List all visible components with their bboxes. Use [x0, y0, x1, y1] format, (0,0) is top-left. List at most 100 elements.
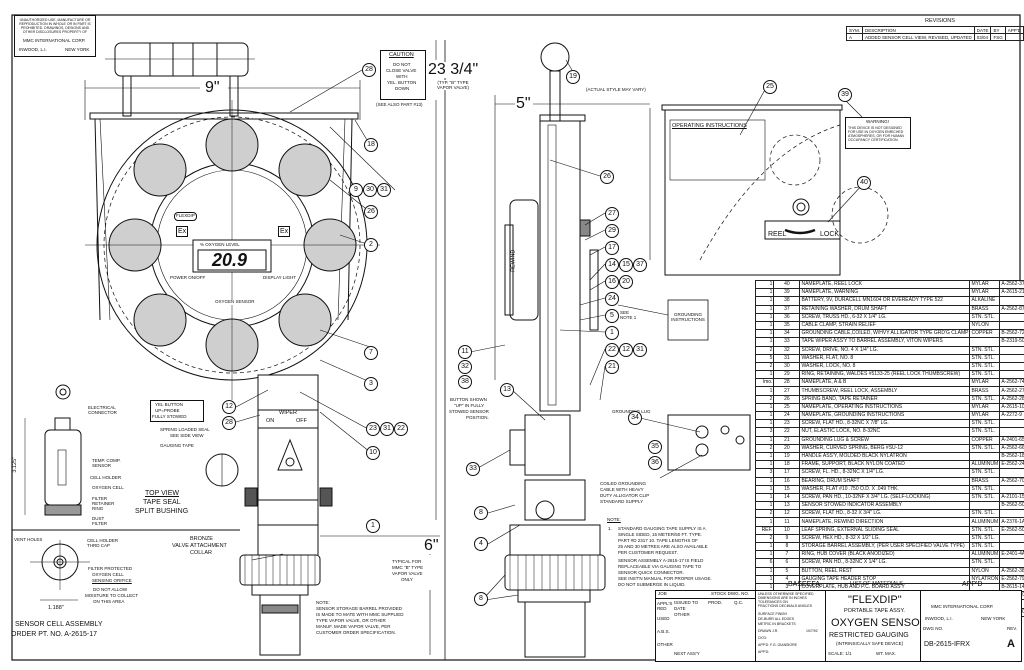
bom-cell: GROUNDING CABLE,COILED, W/HVY ALLIGATOR … — [799, 329, 971, 339]
note-line: STANDARD GAUGING TAPE SUPPLY IS A — [618, 526, 706, 531]
bom-cell: 33 — [773, 337, 801, 347]
bom-cell — [999, 312, 1024, 322]
bom-cell: MYLAR — [969, 410, 1001, 421]
balloon-29: 29 — [605, 224, 619, 238]
bom-cell — [999, 419, 1024, 429]
bom-cell — [999, 320, 1024, 331]
rev-cell: ADDED SENSOR CELL VIEW, REVISED, UPDATED — [862, 33, 975, 41]
coiled-cable-note: COILED GROUNDING — [600, 481, 647, 487]
rev-label: REV. — [1007, 626, 1018, 631]
bom-cell: 1 — [754, 566, 775, 576]
bom-cell: BRASS — [969, 476, 1001, 486]
bom-cell: STN. STL. — [969, 558, 1001, 568]
balloon-1: 1 — [366, 519, 380, 533]
caution-ref: (SEE ALSO PART #13) — [376, 102, 423, 107]
baseefa-label: BASEEFA — [788, 581, 820, 588]
bom-cell: BRASS — [969, 304, 1001, 314]
balloon-26: 26 — [364, 205, 378, 219]
bom-cell — [999, 427, 1024, 437]
bom-cell — [999, 345, 1024, 355]
note-line: REPLACEABLE VIA GAUGING TAPE TO — [618, 564, 702, 569]
bom-cell: 32 — [773, 345, 801, 355]
bom-cell: A-2562-66 — [999, 443, 1024, 453]
note-line: PART #D 2317 10. TAPE LENGTHS OF — [618, 538, 698, 543]
next-assy-label: NEXT ASS'Y — [674, 651, 700, 656]
note-line: SENSOR QUICK CONNECTOR. — [618, 570, 684, 575]
temp-sensor-label: TEMP. COMP. SENSOR — [92, 458, 121, 468]
bom-cell: 29 — [773, 370, 801, 380]
bom-cell: 1 — [754, 279, 775, 290]
bom-cell: 1 — [754, 337, 775, 347]
company-state: NEW YORK — [65, 47, 90, 52]
bom-cell: TAPE WIPER ASS'Y TO BARREL ASSEMBLY, VIT… — [799, 337, 971, 347]
balloon-9: 9 — [349, 183, 363, 197]
wiper-on[interactable]: ON — [266, 418, 275, 424]
six-inch-dimension: 6" — [424, 537, 439, 554]
wiper-off[interactable]: OFF — [296, 418, 307, 424]
bom-cell: NAMEPLATE, GROUNDING INSTRUCTIONS — [799, 410, 971, 421]
note-line: PER CUSTOMER REQUEST. — [618, 550, 678, 555]
tolerance-line: UNLESS OTHERWISE SPECIFIED — [758, 592, 814, 596]
bom-cell: 5 — [754, 353, 775, 363]
bom-cell: 1 — [754, 296, 775, 306]
bom-cell: 1 — [754, 451, 775, 462]
spring-seal-label: SEE SIDE VIEW — [170, 433, 204, 439]
issued-label: ISSUED TO — [674, 600, 699, 605]
notes-title: NOTE: — [607, 517, 621, 522]
rev-header: DATE — [973, 26, 992, 34]
balloon-12: 12 — [222, 400, 236, 414]
electrical-connector-label: ELECTRICAL CONNECTOR — [88, 405, 117, 415]
bom-cell: A-2615-21 — [999, 288, 1024, 298]
tb-company: MMC INTERNATIONAL CORP. — [931, 604, 994, 609]
bom-cell: NYLON — [969, 566, 1001, 576]
bom-cell: 1 — [754, 410, 775, 421]
note-line: SEE INST'N MANUAL FOR PROPER USAGE. — [618, 576, 712, 581]
rewind-label: REWIND — [510, 249, 517, 272]
sensor-cell-order: ORDER PT. NO. A-2615-17 — [11, 631, 97, 638]
title-area: "FLEXDIP" PORTABLE TAPE ASSY. OXYGEN SEN… — [825, 590, 928, 662]
sensor-label: OXYGEN SENSOR — [215, 299, 255, 305]
bom-cell: STN. STL. — [969, 509, 1001, 519]
warning-line: ATMOSPHERES, OR FOR HUMAN — [848, 134, 904, 138]
coiled-cable-note: CABLE WITH HEAVY — [600, 487, 644, 493]
bom-cell: 14 — [773, 492, 801, 503]
six-note: VAPOR VALVE — [392, 571, 423, 577]
bom-cell: COPPER — [969, 435, 1001, 445]
grounding-instructions-plate: GROUNDING INSTRUCTIONS — [671, 312, 705, 322]
caution-label: CAUTION DO NOT CLOSE VALVE WITH YEL. BUT… — [380, 50, 426, 100]
bom-cell: 15 — [773, 484, 801, 494]
bom-cell — [999, 361, 1024, 372]
bom-cell: 12 — [773, 509, 801, 519]
balloon-14: 14 — [605, 258, 619, 272]
top-view-sub: TAPE SEAL — [143, 499, 181, 506]
bom-cell: 22 — [773, 427, 801, 437]
bom-cell: 24 — [773, 410, 801, 421]
balloon-21: 21 — [605, 360, 619, 374]
balloon-39: 39 — [838, 88, 852, 102]
width-dimension: 9" — [205, 79, 220, 96]
prod-label: PROD. — [708, 600, 723, 605]
rev-cell: FSG — [990, 33, 1006, 41]
storage-note-line: CUSTOMER ORDER SPECIFICATION. — [316, 630, 396, 635]
bom-cell: 35 — [773, 320, 801, 331]
appl-label: APPL'S RED — [657, 601, 673, 611]
caution-line: DO NOT — [393, 62, 411, 67]
bom-cell: 23 — [773, 419, 801, 429]
six-note: MMC "B" TYPE — [392, 565, 424, 571]
balloon-40: 40 — [857, 176, 871, 190]
balloon-17: 17 — [605, 241, 619, 255]
bom-cell: FRAME, SUPPORT, BLACK NYLON COATED — [799, 460, 971, 470]
title-line3: (INTRINSICALLY SAFE DEVICE) — [836, 641, 904, 646]
collar-label: BRONZE — [190, 536, 213, 542]
oxygen-cell-label: OXYGEN CELL — [92, 485, 124, 490]
storage-note-line: TYPE VAPOR VALVE, OR OTHER — [316, 618, 386, 623]
note-line: 25 AND 30 METRES ARE ALSO AVAILABLE — [618, 544, 708, 549]
